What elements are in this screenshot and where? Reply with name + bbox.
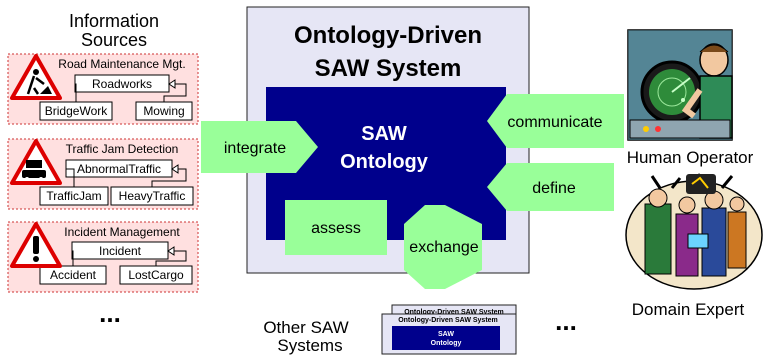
saw-system-title-line1: Ontology-Driven xyxy=(294,22,482,49)
concept-label-parent: Incident xyxy=(99,244,142,258)
other-system-card-ontology-line1: SAW xyxy=(438,331,454,338)
human-operator-label: Human Operator xyxy=(627,148,754,167)
concept-label-right: Mowing xyxy=(143,104,184,118)
domain-expert-label: Domain Expert xyxy=(632,300,745,319)
subclass-arrowhead xyxy=(167,246,175,256)
concept-label-left: Accident xyxy=(50,268,97,282)
communicate-arrow: communicate xyxy=(487,94,624,148)
exchange-arrow: exchange xyxy=(404,205,482,289)
source-group-incident: Incident Management Incident Accident Lo… xyxy=(7,221,199,293)
traffic-jam-warning-sign-icon xyxy=(10,139,62,185)
subclass-connector xyxy=(72,250,187,266)
concept-label-left: TrafficJam xyxy=(46,189,101,203)
roadworks-warning-sign-icon xyxy=(10,54,62,100)
other-system-card-title: Ontology-Driven SAW System xyxy=(398,317,498,324)
saw-ontology-line1: SAW xyxy=(361,123,407,145)
exchange-label: exchange xyxy=(409,239,478,256)
subclass-arrowhead xyxy=(171,164,179,174)
source-group-road-maintenance: Road Maintenance Mgt. Roadworks BridgeWo… xyxy=(7,53,199,125)
domain-expert-illustration-icon xyxy=(625,173,763,290)
concept-label-parent: Roadworks xyxy=(92,77,152,91)
other-systems-label-line2: Systems xyxy=(277,336,342,355)
saw-ontology-line2: Ontology xyxy=(340,151,429,173)
sources-heading-line1: Information xyxy=(69,11,159,31)
assess-arrow: assess xyxy=(285,200,387,255)
subclass-connector xyxy=(66,168,187,187)
concept-label-parent: AbnormalTraffic xyxy=(77,162,161,176)
concept-label-left: BridgeWork xyxy=(45,104,108,118)
source-group-traffic-jam: Traffic Jam Detection AbnormalTraffic Tr… xyxy=(7,138,199,210)
concept-label-right: HeavyTraffic xyxy=(119,189,186,203)
saw-system-title-line2: SAW System xyxy=(315,55,462,82)
assess-label: assess xyxy=(311,220,361,237)
source-group-title: Traffic Jam Detection xyxy=(66,142,179,156)
sources-heading-line2: Sources xyxy=(81,30,147,50)
human-operator-illustration-icon xyxy=(627,29,733,141)
integrate-arrow: integrate xyxy=(201,121,318,173)
other-system-card-ontology-line2: Ontology xyxy=(431,340,462,347)
define-arrow: define xyxy=(487,163,614,211)
subclass-arrowhead xyxy=(168,79,176,89)
other-system-card-title: Ontology-Driven SAW System xyxy=(404,309,504,316)
source-group-title: Road Maintenance Mgt. xyxy=(58,57,185,71)
other-system-card-front: Ontology-Driven SAW System SAW Ontology xyxy=(381,313,517,355)
communicate-label: communicate xyxy=(507,114,602,131)
define-label: define xyxy=(532,180,576,197)
subclass-connector xyxy=(75,83,187,102)
integrate-label: integrate xyxy=(224,140,286,157)
concept-label-right: LostCargo xyxy=(128,268,184,282)
source-group-title: Incident Management xyxy=(64,225,180,239)
other-systems-ellipsis: ... xyxy=(555,306,577,336)
exclamation-warning-sign-icon xyxy=(10,222,62,268)
other-systems-label-line1: Other SAW xyxy=(263,318,348,337)
sources-ellipsis: ... xyxy=(99,298,121,328)
